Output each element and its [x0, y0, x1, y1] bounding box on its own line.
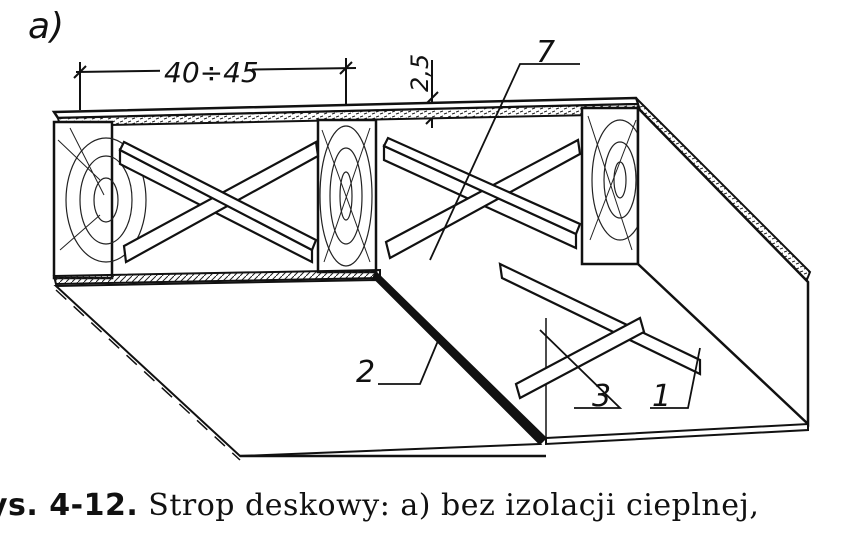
joist-left	[52, 120, 147, 280]
dimension-thickness-label: 2,5	[406, 54, 434, 92]
cross-bracing-left	[118, 140, 320, 264]
lower-bracing	[498, 262, 702, 400]
ceiling-boards	[52, 268, 809, 461]
callout-leaders	[378, 63, 701, 409]
deck-boards	[51, 96, 812, 284]
callout-2: 2	[356, 355, 375, 390]
joist-right	[580, 106, 649, 266]
callout-7: 3	[592, 379, 611, 414]
callout-1: 1	[652, 379, 671, 414]
cross-bracing-middle	[382, 136, 582, 260]
callout-3: 7	[536, 35, 555, 70]
caption-text: Strop deskowy: a) bez izolacji cieplnej,	[138, 488, 760, 523]
joist-middle	[316, 118, 378, 274]
joist-right-side-face	[636, 104, 810, 427]
figure-caption: ys. 4-12. Strop deskowy: a) bez izolacji…	[0, 488, 868, 534]
panel-label: a)	[28, 6, 64, 47]
caption-number: ys. 4-12.	[0, 488, 139, 523]
dimension-spacing-label: 40÷45	[164, 56, 259, 89]
